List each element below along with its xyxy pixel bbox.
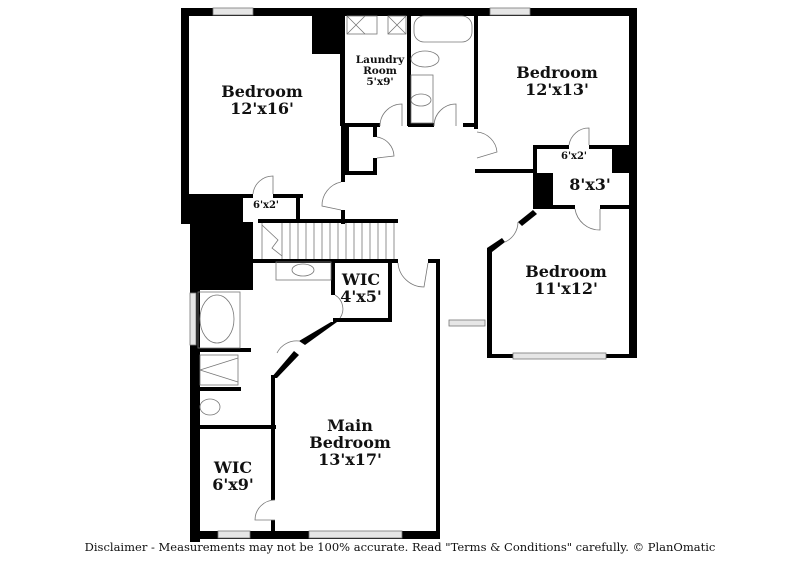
room-name: WIC bbox=[213, 458, 253, 477]
closet-bedroom-2: 6'x2' bbox=[560, 151, 588, 163]
closet-hall: 8'x3' bbox=[569, 175, 611, 194]
doors bbox=[252, 103, 601, 521]
room-name-line1: Main bbox=[327, 416, 373, 435]
windows bbox=[189, 7, 607, 539]
room-name-line2: Room bbox=[363, 65, 397, 78]
room-size: 6'x2' bbox=[252, 200, 280, 211]
room-size: 8'x3' bbox=[569, 175, 611, 194]
room-size: 4'x5' bbox=[340, 286, 382, 306]
room-bedroom-3: Bedroom 11'x12' bbox=[525, 262, 607, 298]
room-main-bedroom: Main Bedroom 13'x17' bbox=[309, 416, 391, 469]
room-size: 12'x16' bbox=[230, 98, 294, 118]
room-size: 5'x9' bbox=[366, 76, 394, 89]
stairs bbox=[261, 223, 395, 259]
room-bedroom-2: Bedroom 12'x13' bbox=[516, 63, 598, 99]
room-size: 6'x2' bbox=[560, 151, 588, 162]
room-size: 12'x13' bbox=[525, 79, 589, 99]
disclaimer-text: Disclaimer - Measurements may not be 100… bbox=[84, 540, 716, 554]
room-name: Bedroom bbox=[525, 262, 607, 281]
room-size: 13'x17' bbox=[318, 449, 382, 469]
room-size: 6'x9' bbox=[212, 474, 254, 494]
room-name-line1: Laundry bbox=[355, 54, 405, 66]
room-wic-small: WIC 4'x5' bbox=[340, 270, 382, 306]
room-name: WIC bbox=[341, 270, 381, 289]
room-name: Bedroom bbox=[516, 63, 598, 82]
room-laundry: Laundry Room 5'x9' bbox=[355, 54, 405, 89]
closet-bedroom-1: 6'x2' bbox=[252, 200, 280, 212]
room-bedroom-1: Bedroom 12'x16' bbox=[221, 82, 303, 118]
room-name-line2: Bedroom bbox=[309, 432, 391, 452]
fixtures bbox=[197, 15, 473, 416]
room-size: 11'x12' bbox=[534, 278, 598, 298]
room-name: Bedroom bbox=[221, 82, 303, 101]
room-wic-main: WIC 6'x9' bbox=[212, 458, 254, 494]
